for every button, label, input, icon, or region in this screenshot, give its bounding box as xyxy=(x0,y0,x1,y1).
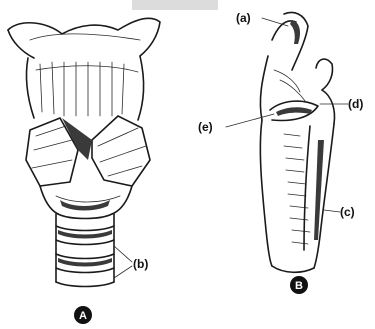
leader-b-upper xyxy=(114,246,132,262)
figure-b-larynx-section xyxy=(260,13,334,273)
leader-b-lower xyxy=(114,266,132,278)
caption-b: B xyxy=(295,280,303,292)
label-d: (d) xyxy=(348,97,363,111)
leader-c xyxy=(324,210,340,212)
figure-a-larynx-front xyxy=(8,18,160,286)
leader-a xyxy=(262,18,288,26)
label-b: (b) xyxy=(133,257,148,271)
label-c: (c) xyxy=(340,205,355,219)
label-a: (a) xyxy=(236,11,251,25)
caption-a: A xyxy=(79,310,87,322)
watermark-smudge xyxy=(132,0,218,10)
label-e: (e) xyxy=(198,120,213,134)
leader-e xyxy=(226,114,274,127)
